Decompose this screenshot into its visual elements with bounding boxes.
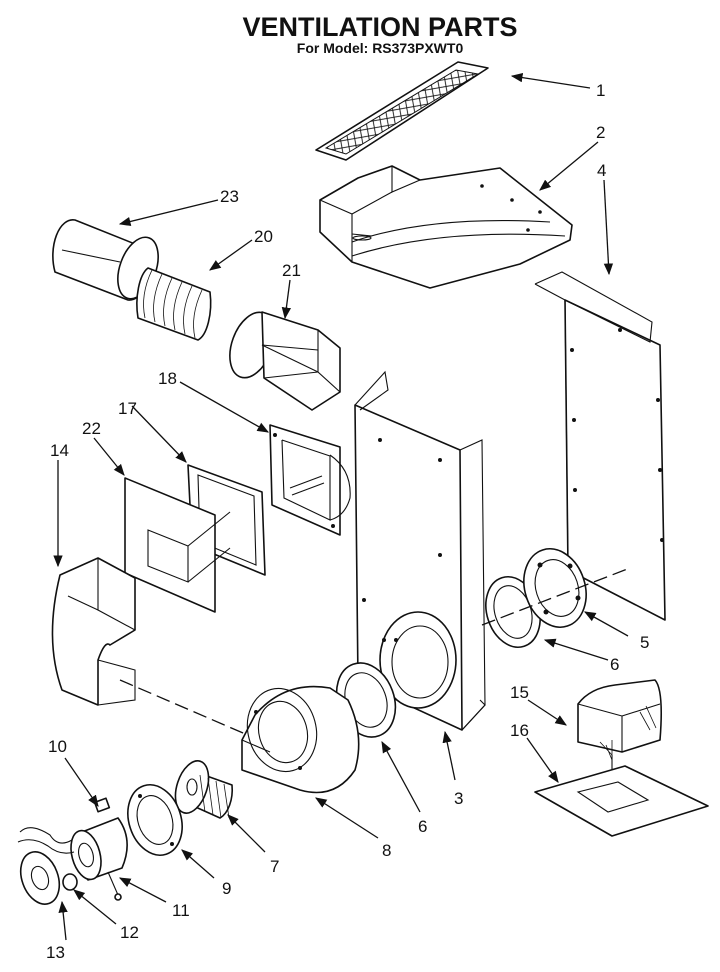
part-7-impeller (174, 760, 234, 819)
part-14-elbow (51, 557, 136, 706)
callout-11: 11 (172, 901, 190, 920)
part-11-pin (107, 871, 122, 901)
part-10-motor (17, 797, 128, 881)
callout-22: 22 (82, 419, 101, 438)
part-12-nut (62, 873, 78, 891)
part-8-blower-housing (241, 685, 360, 794)
callout-21: 21 (282, 261, 301, 280)
part-21-transition (229, 311, 341, 411)
part-20-flex-coil (136, 267, 212, 341)
callout-3: 3 (454, 789, 463, 808)
callout-1: 1 (596, 81, 605, 100)
part-5-ring (523, 548, 587, 628)
callout-23: 23 (220, 187, 239, 206)
page-title: VENTILATION PARTS (243, 12, 518, 42)
callout-4: 4 (597, 161, 606, 180)
callout-15: 15 (510, 683, 529, 702)
callout-18: 18 (158, 369, 177, 388)
callout-14: 14 (50, 441, 69, 460)
callout-20: 20 (254, 227, 273, 246)
callout-2: 2 (596, 123, 605, 142)
callout-5: 5 (640, 633, 649, 652)
part-1-grille (315, 61, 489, 161)
callout-17: 17 (118, 399, 137, 418)
leader-lines (53, 72, 629, 941)
part-22-plate (124, 477, 231, 613)
part-9-mount-plate (127, 784, 183, 856)
callout-10: 10 (48, 737, 67, 756)
part-18-bracket (269, 424, 351, 536)
callout-9: 9 (222, 879, 231, 898)
part-13-end-bracket (19, 851, 61, 905)
callout-8: 8 (382, 841, 391, 860)
callout-7: 7 (270, 857, 279, 876)
callout-13: 13 (46, 943, 65, 962)
part-4-side-panel (534, 271, 666, 621)
model-subtitle: For Model: RS373PXWT0 (297, 40, 464, 56)
part-2-top-housing (319, 165, 573, 289)
callout-12: 12 (120, 923, 139, 942)
part-15-hood (577, 679, 662, 775)
part-16-base-plate (534, 765, 709, 837)
callout-6-left: 6 (418, 817, 427, 836)
callout-16: 16 (510, 721, 529, 740)
part-3-main-panel (354, 370, 486, 731)
callout-6-right: 6 (610, 655, 619, 674)
